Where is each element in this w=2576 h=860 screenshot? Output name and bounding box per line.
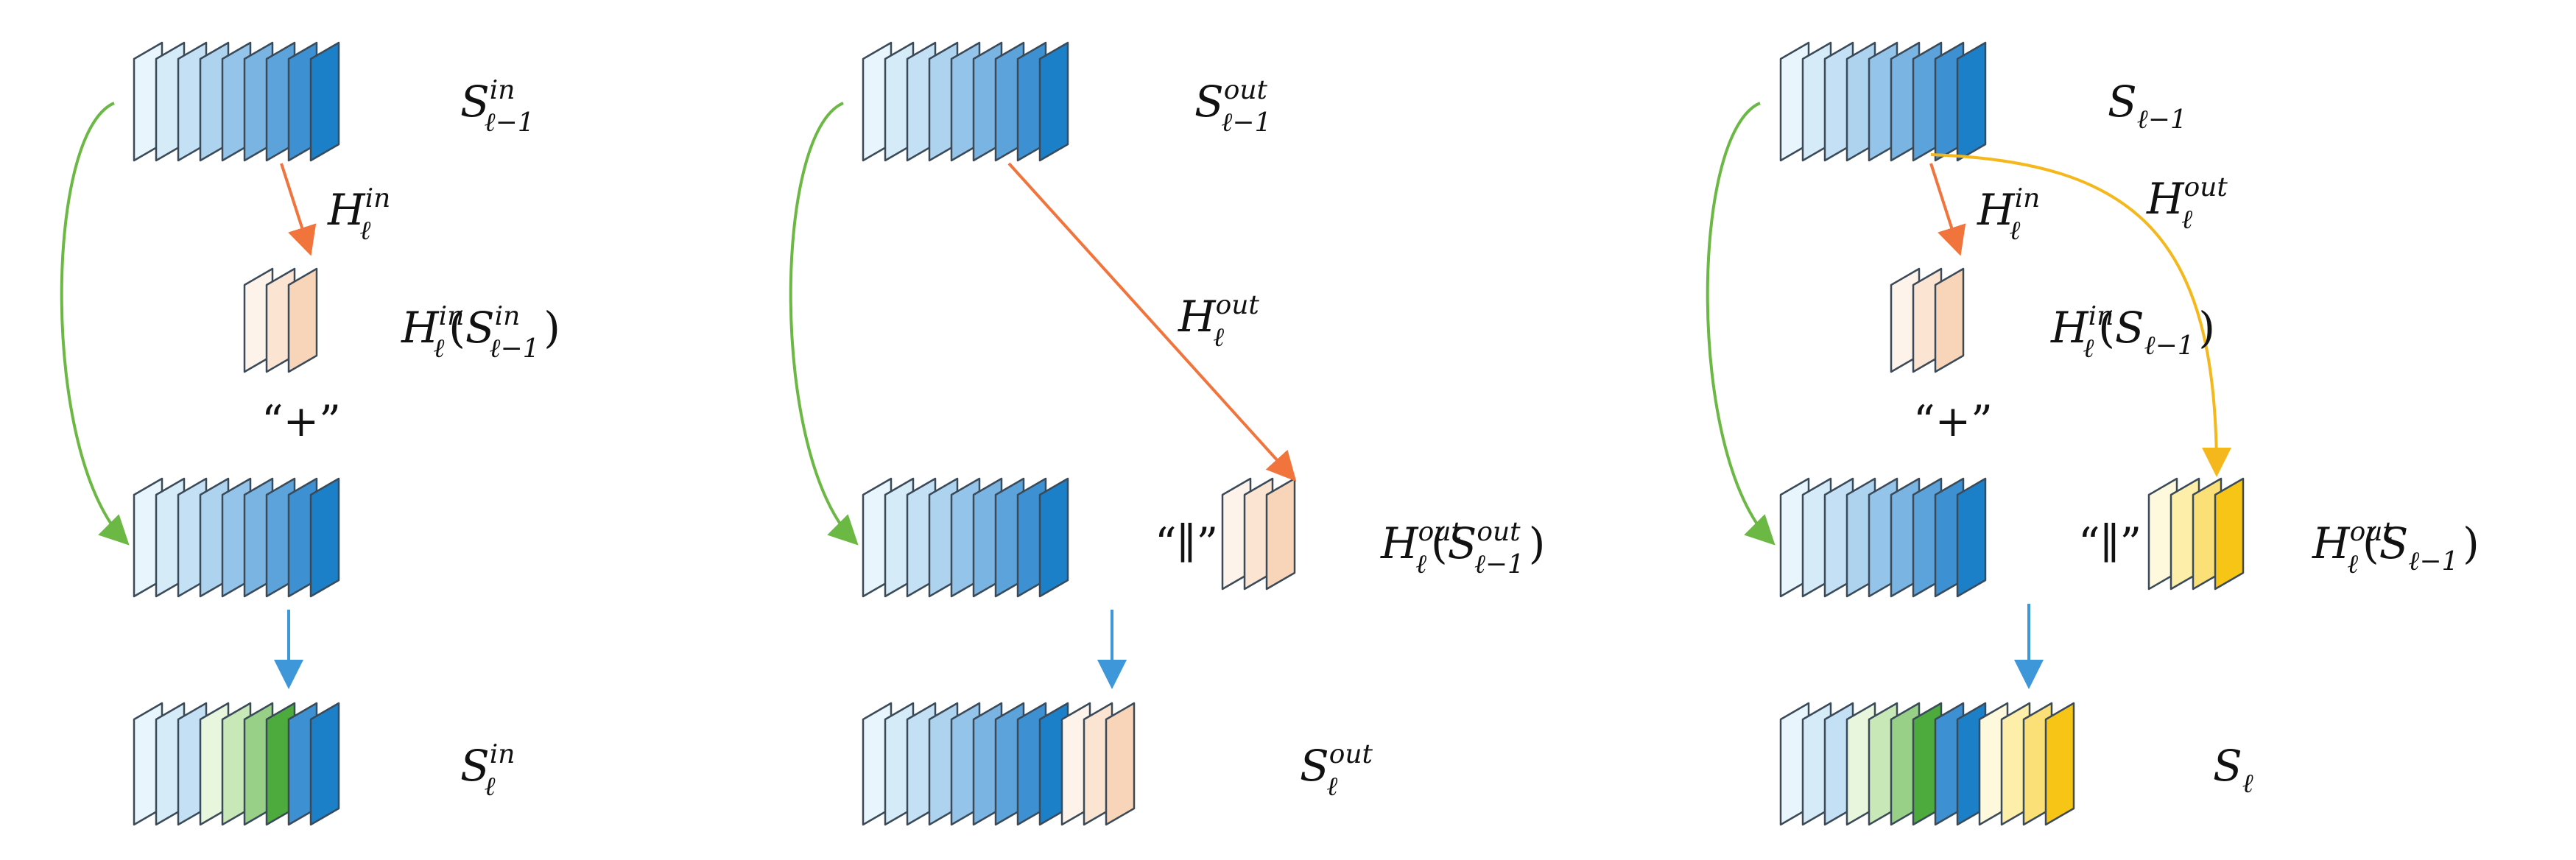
panel1-h-arrow (280, 163, 317, 256)
panel3-top-stack (1779, 41, 1987, 162)
feature-map-panel (1934, 267, 1965, 373)
feature-map-panel (309, 702, 340, 826)
panel1-skip-arrow (60, 102, 130, 546)
panel2-skip-arrow (789, 102, 859, 546)
panel2-op: “∥” (1155, 518, 1218, 568)
panel1-merge-stack (133, 477, 340, 598)
panel3-bottom-label: Sℓ (2213, 741, 2258, 799)
panel3-op-plus: “+” (1913, 396, 1993, 446)
panel1-op: “+” (261, 396, 341, 446)
feature-map-panel (1956, 477, 1987, 598)
panel1-mid-stack (243, 267, 318, 373)
feature-map-panel (2044, 702, 2075, 826)
feature-map-panel (2214, 477, 2245, 591)
panel3-skip-arrow (1706, 102, 1776, 546)
feature-map-panel (1038, 41, 1069, 162)
flow-arrows (60, 102, 2231, 689)
feature-map-panel (1038, 477, 1069, 598)
panel3-op-concat: “∥” (2078, 518, 2142, 568)
panel1-bottom-stack (133, 702, 340, 826)
feature-map-panel (309, 477, 340, 598)
panel3-merge-stack (1779, 477, 1987, 598)
feature-map-panel (287, 267, 318, 373)
feature-map-panel (1265, 477, 1296, 591)
panel3-bottom-stack (1779, 702, 2075, 826)
panel3-mid-stack (1890, 267, 1965, 373)
panel2-bottom-stack (862, 702, 1136, 826)
feature-map-panel (1956, 41, 1987, 162)
panel2-mid-stack (1221, 477, 1296, 591)
panel2-top-stack (862, 41, 1069, 162)
feature-map-stacks (133, 41, 2245, 826)
panel3-out-stack (2147, 477, 2245, 591)
panel3-hin-arrow (1929, 163, 1966, 256)
feature-map-panel (309, 41, 340, 162)
feature-map-panel (1105, 702, 1136, 826)
panel3-hout-arrow (1930, 153, 2231, 477)
panel2-h-arrow (1007, 162, 1297, 482)
panel1-top-stack (133, 41, 340, 162)
panel3-top-label: Sℓ−1 (2108, 77, 2192, 135)
panel2-merge-stack (862, 477, 1069, 598)
